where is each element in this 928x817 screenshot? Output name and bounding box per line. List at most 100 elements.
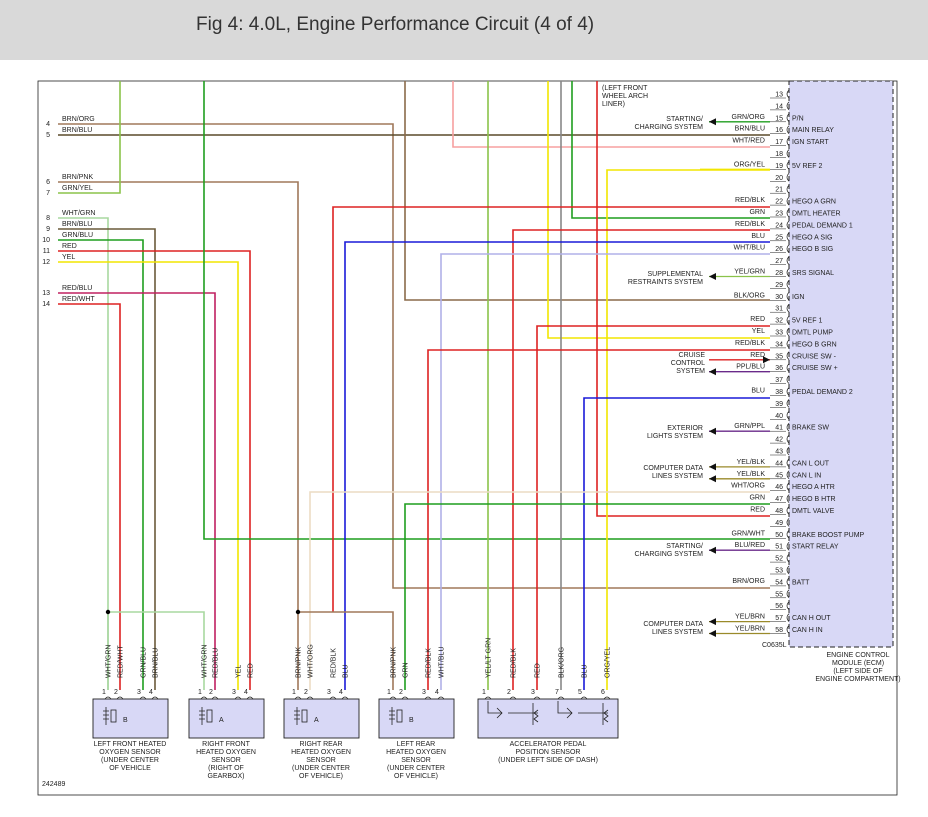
ecm-pin-number: 46	[775, 484, 783, 491]
ecm-pin-number: 20	[775, 175, 783, 182]
ecm-pin-number: 54	[775, 579, 783, 586]
ecm-wire-color: PPL/BLU	[736, 364, 765, 371]
component-pin-connector	[389, 696, 397, 700]
pin-connector	[786, 292, 790, 301]
ecm-pin-function: PEDAL DEMAND 2	[792, 389, 853, 396]
component-label: POSITION SENSOR	[516, 749, 581, 756]
pin-connector	[786, 506, 790, 515]
ecm-box	[788, 80, 894, 648]
left-wire-color: YEL	[62, 254, 75, 261]
ecm-pin-function: HEGO A HTR	[792, 484, 835, 491]
pin-connector	[786, 613, 790, 622]
wire-red	[58, 250, 251, 690]
wire-blu-25	[344, 241, 770, 690]
component-label: OF VEHICLE	[109, 765, 151, 772]
external-systems: STARTING/CHARGING SYSTEMSUPPLEMENTALREST…	[602, 85, 770, 637]
component-label: (RIGHT OF	[208, 765, 244, 772]
component-pin-number: 3	[531, 689, 535, 696]
external-system-label: COMPUTER DATA	[643, 465, 703, 472]
ecm-pin-function: IGN START	[792, 139, 829, 146]
component-wire-color: RED/WHT	[118, 645, 125, 678]
pin-connector	[786, 625, 790, 634]
ecm-wire-color: RED	[750, 507, 765, 514]
wire-wht-org	[309, 491, 770, 690]
left-wire-number: 9	[46, 226, 50, 233]
pin-connector	[786, 363, 790, 372]
ecm-wire-color: YEL/BRN	[735, 626, 765, 633]
ecm-pin-function: BRAKE SW	[792, 425, 829, 432]
left-wire-number: 11	[43, 248, 50, 255]
pin-connector	[786, 327, 790, 337]
component-wire-color: BLK/ORG	[559, 647, 566, 678]
wire-brn-pnk	[58, 181, 299, 612]
wire-brn-org	[58, 123, 770, 589]
component-pin-connector	[603, 696, 611, 700]
ecm-pin-number: 27	[775, 258, 783, 265]
potentiometer-icon	[487, 701, 538, 725]
component-pin-connector	[211, 696, 219, 700]
component-box	[477, 698, 619, 739]
component-wire-color: GRN	[403, 662, 410, 678]
pin-connector	[786, 399, 790, 408]
component-label: LEFT REAR	[397, 741, 435, 748]
ecm-pin-number: 50	[775, 532, 783, 539]
left-wire-color: GRN/YEL	[62, 185, 93, 192]
wire-grn-blu	[58, 239, 144, 690]
component-box	[92, 698, 169, 739]
ecm-pin-number: 26	[775, 246, 783, 253]
ecm-pin-number: 14	[775, 103, 783, 110]
wire-red-32	[536, 325, 770, 690]
ecm-pin-number: 23	[775, 211, 783, 218]
component-pin-connector	[139, 696, 147, 700]
component-pin-number: 1	[102, 689, 106, 696]
ecm-pin-number: 34	[775, 341, 783, 348]
ecm-pin-number: 24	[775, 222, 783, 229]
figure-header: Fig 4: 4.0L, Engine Performance Circuit …	[0, 0, 928, 60]
wire-red-blu	[58, 292, 216, 690]
external-system-label: STARTING/	[666, 116, 703, 123]
pin-connector	[786, 553, 790, 563]
wire-red-blk-24	[512, 229, 770, 690]
ecm-wire-color: BLU	[751, 388, 765, 395]
component-pin-number: 1	[387, 689, 391, 696]
component-wire-color: WHT/BLU	[439, 647, 446, 679]
ecm-pin-function: IGN	[792, 294, 804, 301]
component-wire-color: YEL	[236, 665, 243, 678]
figure-id: 242489	[42, 781, 65, 788]
component-letter: B	[409, 717, 414, 724]
ecm-pin-function: 5V REF 2	[792, 163, 822, 170]
ecm-pin-number: 21	[775, 187, 783, 194]
component-pin-connector	[424, 696, 432, 700]
pin-connector	[786, 482, 790, 491]
left-wire-number: 6	[46, 179, 50, 186]
ecm-pin-function: BATT	[792, 579, 810, 586]
pin-connector	[786, 518, 790, 527]
pin-connector	[786, 303, 790, 313]
ecm-pin-number: 22	[775, 199, 783, 206]
component-label: SENSOR	[211, 757, 241, 764]
ecm-pin-number: 56	[775, 603, 783, 610]
wheel-arch-note: WHEEL ARCH	[602, 93, 648, 100]
pin-connector	[786, 422, 790, 432]
ecm-wire-color: RED	[750, 316, 765, 323]
arrow-head	[709, 273, 716, 280]
pin-connector	[786, 137, 790, 146]
component-pin-connector	[151, 696, 159, 700]
component-box	[283, 698, 360, 739]
component-wire-color: BLU	[343, 664, 350, 678]
component-pin-number: 2	[507, 689, 511, 696]
component-wire-color: RED/BLU	[213, 648, 220, 678]
ecm-wire-color: GRN	[749, 495, 765, 502]
ecm-pin-number: 19	[775, 163, 783, 170]
ecm-pin-function: DMTL PUMP	[792, 330, 833, 337]
wire-brn-blu-2	[58, 228, 156, 690]
ecm-wire-color: RED/BLK	[735, 340, 765, 347]
ecm-pin-number: 40	[775, 413, 783, 420]
wheel-arch-note: (LEFT FRONT	[602, 85, 648, 92]
component-wire-color: BRN/PNK	[296, 647, 303, 678]
external-system-label: LIGHTS SYSTEM	[647, 433, 703, 440]
left-wire-color: RED	[62, 243, 77, 250]
pin-connector	[786, 375, 790, 384]
